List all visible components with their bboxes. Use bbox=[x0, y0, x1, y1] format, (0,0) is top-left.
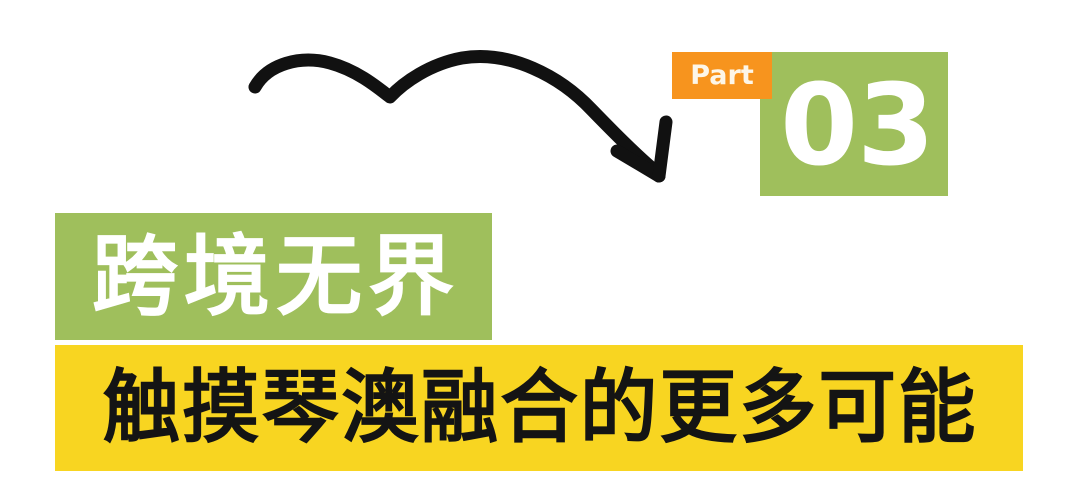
headline-primary-bar: 跨境无界 bbox=[55, 213, 492, 340]
part-number-box: 03 bbox=[760, 52, 948, 196]
headline-secondary-bar: 触摸琴澳融合的更多可能 bbox=[55, 345, 1023, 471]
part-number-label: 03 bbox=[780, 61, 935, 191]
part-badge: Part bbox=[672, 52, 772, 99]
part-badge-label: Part bbox=[690, 60, 754, 91]
headline-secondary-text: 触摸琴澳融合的更多可能 bbox=[102, 361, 978, 454]
headline-primary-text: 跨境无界 bbox=[92, 224, 461, 328]
